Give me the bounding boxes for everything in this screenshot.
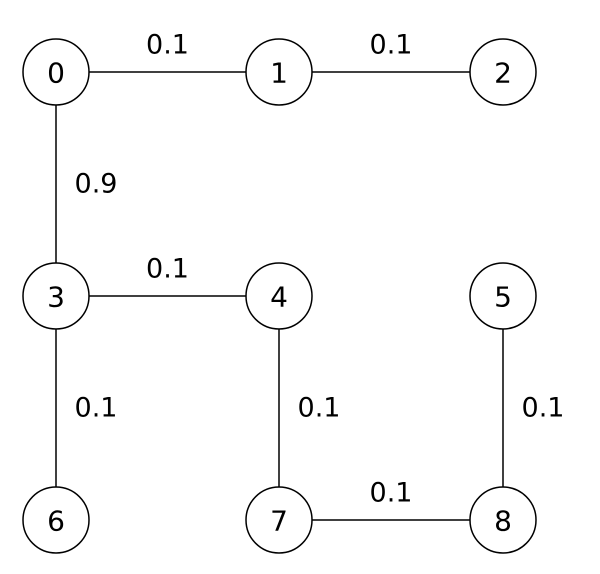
node-1: 1: [245, 38, 313, 106]
node-4: 4: [245, 262, 313, 330]
node-label-2: 2: [494, 57, 512, 90]
node-8: 8: [469, 486, 537, 554]
edge-weight-4-7: 0.1: [298, 393, 341, 424]
node-circle-7: [245, 486, 313, 554]
node-6: 6: [22, 486, 90, 554]
node-7: 7: [245, 486, 313, 554]
edges-layer: [55, 71, 504, 521]
edge-weight-1-2: 0.1: [370, 30, 413, 61]
node-circle-0: [22, 38, 90, 106]
node-circle-2: [469, 38, 537, 106]
edge-weight-5-8: 0.1: [522, 393, 565, 424]
edge-weight-0-1: 0.1: [146, 30, 189, 61]
edge-weight-7-8: 0.1: [370, 478, 413, 509]
node-circle-8: [469, 486, 537, 554]
edge-weight-3-6: 0.1: [75, 393, 118, 424]
node-label-7: 7: [270, 505, 288, 538]
node-circle-5: [469, 262, 537, 330]
node-label-3: 3: [47, 281, 65, 314]
node-3: 3: [22, 262, 90, 330]
node-2: 2: [469, 38, 537, 106]
node-label-0: 0: [47, 57, 65, 90]
edge-labels-layer: 0.1 0.1 0.9 0.1 0.1 0.1 0.1 0.1: [75, 30, 565, 509]
node-0: 0: [22, 38, 90, 106]
node-circle-6: [22, 486, 90, 554]
node-label-8: 8: [494, 505, 512, 538]
node-label-4: 4: [270, 281, 288, 314]
node-label-5: 5: [494, 281, 512, 314]
node-label-1: 1: [270, 57, 288, 90]
edge-weight-0-3: 0.9: [75, 169, 118, 200]
node-circle-1: [245, 38, 313, 106]
edge-weight-3-4: 0.1: [146, 254, 189, 285]
node-5: 5: [469, 262, 537, 330]
node-circle-4: [245, 262, 313, 330]
nodes-layer: 0 1 2 3 4 5 6 7 8: [22, 38, 537, 554]
node-circle-3: [22, 262, 90, 330]
node-label-6: 6: [47, 505, 65, 538]
